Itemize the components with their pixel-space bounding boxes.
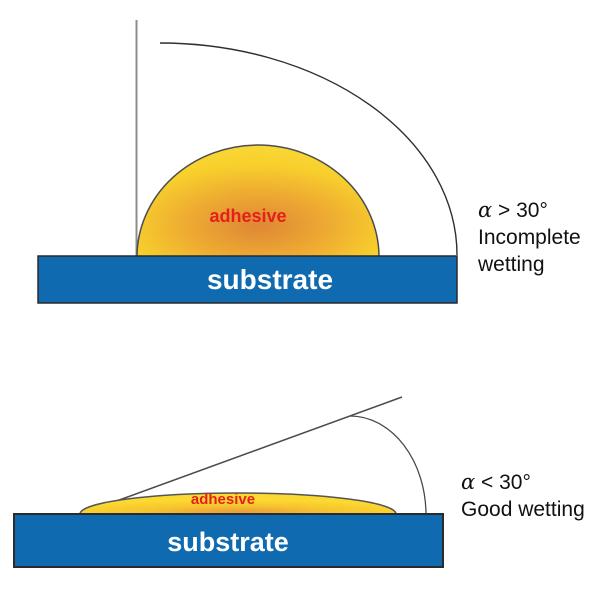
substrate-label-top: substrate xyxy=(206,264,334,295)
tangent-line-bottom xyxy=(77,396,403,516)
caption-top-condition: > 30° xyxy=(492,199,548,222)
contact-angle-arc-top xyxy=(159,42,458,256)
substrate-bar-bottom xyxy=(13,513,444,568)
contact-angle-arc-bottom xyxy=(349,415,427,516)
adhesive-label-bottom: adhesive xyxy=(190,491,256,508)
caption-bottom-line2: Good wetting xyxy=(461,498,585,521)
alpha-symbol-top: α xyxy=(478,198,493,222)
caption-top-line3: wetting xyxy=(478,253,545,276)
alpha-symbol-bottom: α xyxy=(461,470,476,494)
caption-bottom-angle-line: α < 30° xyxy=(461,469,585,496)
adhesive-drop-lens xyxy=(79,492,397,515)
caption-top: α > 30° Incomplete wetting xyxy=(478,197,581,278)
caption-top-line2: Incomplete xyxy=(478,226,581,249)
caption-top-angle-line: α > 30° xyxy=(478,197,581,224)
adhesive-drop-dome xyxy=(136,144,380,258)
substrate-label-bottom: substrate xyxy=(167,527,289,557)
caption-bottom: α < 30° Good wetting xyxy=(461,469,585,523)
substrate-bar-top xyxy=(37,255,458,304)
caption-bottom-condition: < 30° xyxy=(475,471,531,494)
adhesive-label-top: adhesive xyxy=(209,206,287,226)
